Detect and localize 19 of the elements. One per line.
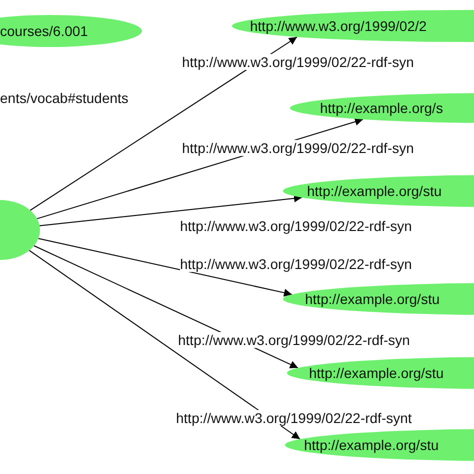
arrow bbox=[39, 194, 302, 226]
node-label: http://www.w3.org/1999/02/2 bbox=[250, 18, 427, 34]
arrow bbox=[38, 238, 292, 297]
node-label: http://example.org/stu bbox=[304, 437, 439, 453]
label-text: ents/vocab#students bbox=[0, 90, 128, 106]
edge-label: http://www.w3.org/1999/02/22-rdf-syn bbox=[178, 332, 410, 348]
node-label: http://example.org/stu bbox=[305, 291, 440, 307]
node-label: http://example.org/s bbox=[320, 100, 443, 116]
arrow bbox=[30, 36, 298, 211]
edge-label: http://www.w3.org/1999/02/22-rdf-syn bbox=[182, 140, 414, 156]
edge-label: http://www.w3.org/1999/02/22-rdf-syn bbox=[180, 218, 412, 234]
node-label: http://example.org/stu bbox=[307, 183, 442, 199]
edge-label: http://www.w3.org/1999/02/22-rdf-syn bbox=[182, 54, 414, 70]
edge-label: http://www.w3.org/1999/02/22-rdf-synt bbox=[176, 410, 412, 426]
node-label: http://example.org/stu bbox=[309, 365, 444, 381]
node-label: courses/6.001 bbox=[0, 23, 88, 39]
arrow bbox=[28, 250, 300, 440]
resource-ellipse bbox=[0, 15, 142, 47]
edge-label: http://www.w3.org/1999/02/22-rdf-syn bbox=[180, 256, 412, 272]
